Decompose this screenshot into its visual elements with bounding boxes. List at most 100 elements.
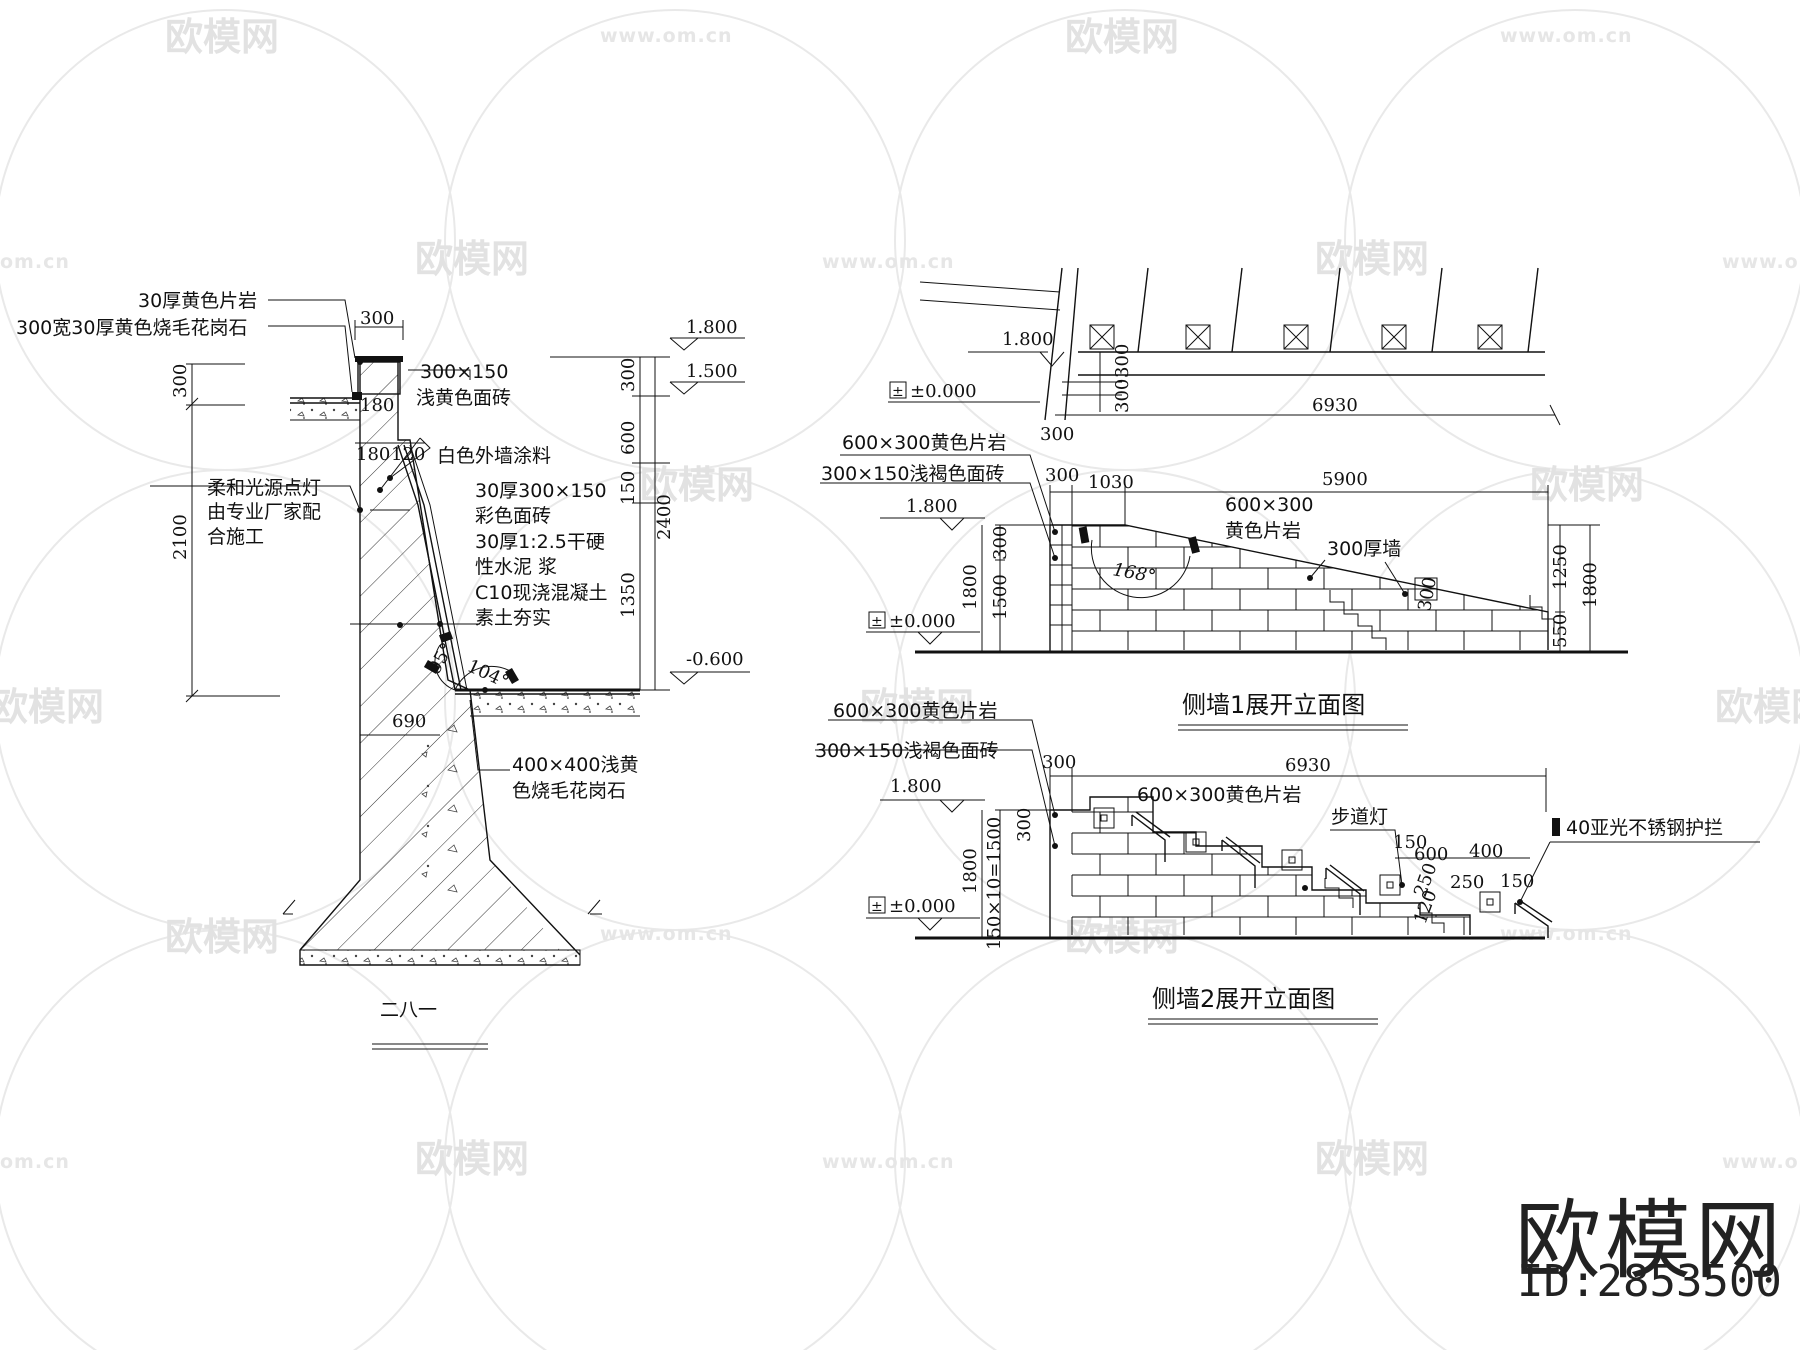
dim-300-left: 300	[170, 364, 191, 398]
watermark-brand: 欧模网	[415, 237, 529, 281]
note-light-3: 合施工	[207, 526, 264, 548]
wall2-dim-150b: 150	[1500, 871, 1534, 892]
brand-watermark: 欧模网 ID:2853500	[1515, 1170, 1785, 1310]
wall-hatch	[300, 360, 560, 950]
brand-name: 欧模网	[1515, 1191, 1785, 1291]
wall1-dim-550: 550	[1550, 614, 1571, 648]
wall2-dim-300: 300	[1042, 752, 1076, 773]
note-paving-1: 400×400浅黄	[512, 754, 638, 776]
wall2-dim-600: 600	[1414, 844, 1448, 865]
watermark-url: www.om.cn	[1500, 25, 1633, 47]
svg-text:±: ±	[892, 384, 904, 400]
wall1-dim-1030: 1030	[1088, 472, 1134, 493]
watermark-brand: 欧模网	[860, 685, 974, 729]
level-1500: 1.500	[686, 361, 738, 382]
wall2-dim-300v: 300	[1014, 808, 1035, 842]
wall1-note-stone-in-2: 黄色片岩	[1225, 520, 1301, 542]
wall-back-face	[299, 360, 361, 951]
dim-2100: 2100	[170, 514, 191, 560]
note-paving-2: 色烧毛花岗石	[512, 780, 626, 802]
wall1-dim-1250: 1250	[1550, 544, 1571, 590]
wall1-note-stone: 600×300黄色片岩	[842, 432, 1006, 454]
wall2-dim-150: 150	[1393, 832, 1427, 853]
watermark-url: www.om.cn	[822, 1151, 955, 1173]
dim-2400: 2400	[654, 494, 675, 540]
dim-1350: 1350	[618, 572, 639, 618]
watermark-brand: 欧模网	[640, 463, 754, 507]
wall1-plan-dim-6930: 6930	[1312, 395, 1358, 416]
wall2-note-brick: 300×150浅褐色面砖	[815, 740, 998, 762]
watermark-brand: 欧模网	[1530, 463, 1644, 507]
wall1-plan-dim-300: 300	[1040, 424, 1074, 445]
wall2-dim-1800: 1800	[960, 848, 981, 894]
wall2-dim-6930: 6930	[1285, 755, 1331, 776]
wall1-note-brick: 300×150浅褐色面砖	[821, 463, 1004, 485]
brand-id: ID:2853500	[1517, 1256, 1782, 1307]
watermark-url: www.om.cn	[1500, 923, 1633, 945]
wall2-note-stone: 600×300黄色片岩	[833, 700, 997, 722]
wall1-dim-5900: 5900	[1322, 469, 1368, 490]
wall2-dim-150x10: 150×10=1500	[984, 817, 1005, 950]
coping-stone	[355, 356, 403, 362]
watermark-url: om.cn	[0, 1151, 70, 1173]
watermark-brand: 欧模网	[165, 15, 279, 59]
wall1-level-0000: ±0.000	[889, 611, 956, 632]
wall2-note-stone-in: 600×300黄色片岩	[1137, 784, 1301, 806]
watermark-brand: 欧模网	[415, 1137, 529, 1181]
wall2-note-rail: 40亚光不锈钢护拦	[1566, 817, 1723, 839]
note-paint: 白色外墙涂料	[437, 445, 551, 467]
wall2-note-step-light: 步道灯	[1331, 806, 1388, 828]
wall1-dim-1800r: 1800	[1580, 562, 1601, 608]
note-light-2: 由专业厂家配	[207, 501, 321, 523]
dim-690: 690	[392, 711, 426, 732]
svg-text:±: ±	[871, 899, 883, 915]
dim-120: 120	[391, 444, 425, 465]
wall1-dim-1500: 1500	[990, 574, 1011, 620]
watermark-url: www.om.cn	[600, 923, 733, 945]
watermark-url: www.om.cn	[1722, 1151, 1800, 1173]
wall2-dim-250: 250	[1450, 872, 1484, 893]
note-stone-cap: 30厚黄色片岩	[138, 290, 257, 312]
wall1-dim-300: 300	[1045, 465, 1079, 486]
wall1-plan-level-1800: 1.800	[1002, 329, 1054, 350]
watermark-brand: 欧模网	[1315, 237, 1429, 281]
note-granite-cap: 300宽30厚黄色烧毛花岗石	[16, 317, 247, 339]
note-layer-4: 素土夯实	[475, 607, 551, 629]
wall2-level-1800: 1.800	[890, 776, 942, 797]
note-layer-2a: 30厚1:2.5干硬	[475, 531, 605, 553]
dim-180: 180	[360, 395, 394, 416]
watermark-brand: 欧模网	[1315, 1137, 1429, 1181]
wall1-note-stone-in-1: 600×300	[1225, 494, 1313, 516]
watermark-url: om.cn	[0, 251, 70, 273]
wall1-dim-300v: 300	[990, 526, 1011, 560]
note-light-1: 柔和光源点灯	[207, 477, 321, 499]
wall1-plan-level-0000: ±0.000	[910, 381, 977, 402]
svg-text:±: ±	[871, 614, 883, 630]
angle-104: 104°	[464, 655, 512, 692]
watermark-brand: 欧模网	[0, 685, 104, 729]
section-caption: 二八一	[380, 999, 437, 1021]
wall1-plan-dim-300c: 300	[1112, 379, 1133, 413]
wall1-note-thick: 300厚墙	[1327, 538, 1401, 560]
wall1-plan: 6930 300 300 300 1.800 ± ±0.000	[888, 267, 1561, 445]
note-layer-1b: 彩色面砖	[475, 505, 551, 527]
note-layer-2b: 性水泥 浆	[475, 556, 557, 578]
level-1800: 1.800	[686, 317, 738, 338]
note-face-brick-2: 浅黄色面砖	[416, 387, 511, 409]
dim-180b: 180	[356, 444, 390, 465]
wall2-dim-400: 400	[1469, 841, 1503, 862]
wall1-level-1800: 1.800	[906, 496, 958, 517]
watermark-text: 欧模网 欧模网 欧模网 欧模网 欧模网 欧模网 欧模网 欧模网 欧模网 欧模网 …	[0, 15, 1800, 1181]
wall1-dim-1800: 1800	[960, 564, 981, 610]
watermark-url: www.om.cn	[1722, 251, 1800, 273]
dim-150: 150	[618, 471, 639, 505]
watermark-arcs	[0, 9, 1800, 1350]
wall2-level-0000: ±0.000	[889, 896, 956, 917]
note-face-brick: 300×150	[420, 361, 508, 383]
watermark-brand: 欧模网	[1715, 685, 1800, 729]
note-layer-1a: 30厚300×150	[475, 480, 607, 502]
level-minus-0600: -0.600	[686, 649, 744, 670]
ground-gravel-left	[290, 398, 360, 420]
dim-300-right: 300	[618, 358, 639, 392]
